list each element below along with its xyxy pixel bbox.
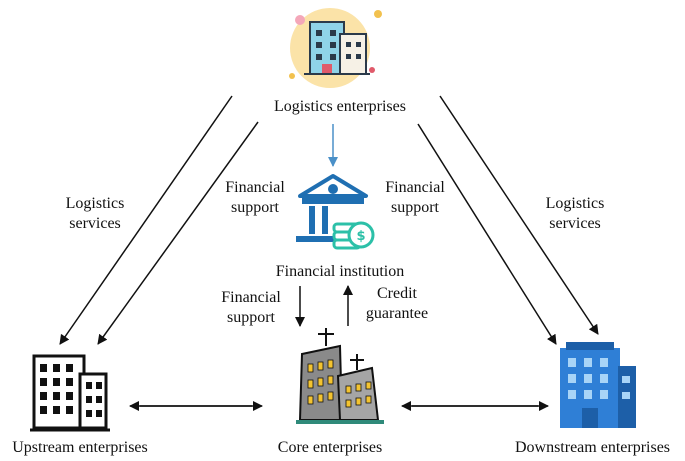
edge-logistics-services-left-line2: services	[69, 215, 121, 232]
edge-credit-guarantee-line1: Credit	[377, 285, 417, 302]
edge-logistics-services-right-line2: services	[549, 215, 601, 232]
arrows	[59, 95, 599, 411]
edge-logistics-services-right: Logistics services	[530, 194, 620, 234]
edge-financial-support-right: Financial support	[370, 178, 460, 218]
edge-credit-guarantee: Credit guarantee	[352, 284, 442, 324]
edge-financial-support-core: Financial support	[206, 288, 296, 328]
upstream-building-icon	[30, 354, 110, 432]
arrow-logistics-to-upstream-inner	[97, 121, 259, 345]
arrow-logistics-to-upstream-outer	[59, 95, 233, 345]
arrow-logistics-to-downstream-inner	[417, 123, 557, 345]
edge-financial-support-core-line2: support	[227, 309, 275, 326]
edge-financial-support-core-line1: Financial	[221, 289, 281, 306]
svg-text:$: $	[356, 229, 365, 244]
logistics-building-icon	[289, 8, 382, 88]
edge-financial-support-left-line2: support	[231, 199, 279, 216]
downstream-building-icon	[560, 342, 636, 428]
bank-icon: $	[296, 174, 375, 250]
core-factory-icon	[296, 328, 384, 424]
node-logistics-label: Logistics enterprises	[274, 98, 406, 115]
edge-financial-support-right-line1: Financial	[385, 179, 445, 196]
node-downstream-label: Downstream enterprises	[514, 439, 671, 456]
edge-credit-guarantee-line2: guarantee	[365, 305, 429, 322]
edge-logistics-services-left: Logistics services	[50, 194, 140, 234]
node-upstream-label: Upstream enterprises	[12, 439, 148, 456]
edge-financial-support-left: Financial support	[210, 178, 300, 218]
node-core-label: Core enterprises	[277, 439, 383, 456]
edge-financial-support-right-line2: support	[391, 199, 439, 216]
edge-logistics-services-right-line1: Logistics	[545, 195, 605, 212]
edge-financial-support-left-line1: Financial	[225, 179, 285, 196]
arrow-logistics-to-downstream-outer	[439, 95, 599, 335]
node-financial-institution-label: Financial institution	[275, 263, 405, 280]
edge-logistics-services-left-line1: Logistics	[65, 195, 125, 212]
